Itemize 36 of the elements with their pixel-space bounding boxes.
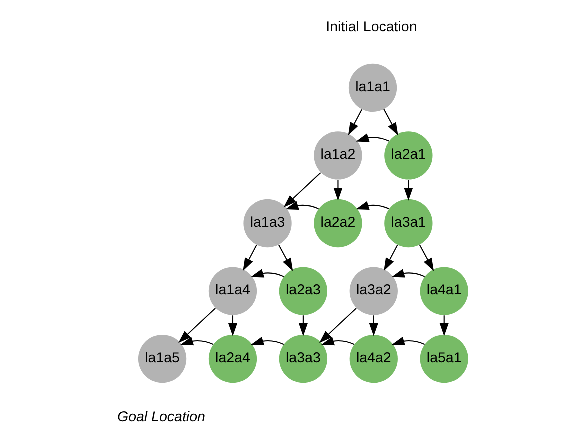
arrow [383,109,398,136]
node-circle: la2a1 [384,132,432,180]
arrow [384,245,398,272]
node-circle: la4a2 [349,334,398,384]
node-circle: la1a1 [348,64,397,112]
node-circle: la1a5 [138,334,186,384]
arrow [418,244,434,272]
arrow [391,336,425,346]
arrow [320,336,354,346]
arrow [356,201,389,210]
node-circle: la2a4 [208,334,257,384]
node-circle: la2a3 [278,267,328,316]
node-circle: la3a3 [278,334,328,384]
node-circle: la1a4 [208,267,257,316]
label: Initial Location [326,20,417,36]
node-circle: la3a1 [384,199,432,248]
arrow [250,269,284,278]
arrow [348,109,362,136]
arrow [250,336,284,346]
node-circle: la1a3 [243,199,292,248]
arrow [283,172,321,208]
arrow [356,134,389,142]
arrow [333,180,342,201]
node-circle: la4a1 [420,267,468,316]
arrow [278,244,293,272]
node-circle: la5a1 [420,334,468,384]
arrow [285,201,318,210]
arrow [178,308,216,344]
arrow [180,336,214,346]
node-circle: la2a2 [314,199,362,248]
node-circle: la1a2 [314,132,362,180]
node-circle: la3a2 [349,267,398,316]
arrow [318,308,356,344]
arrow [242,245,257,272]
label: Goal Location [117,409,205,426]
arrow [391,269,425,278]
